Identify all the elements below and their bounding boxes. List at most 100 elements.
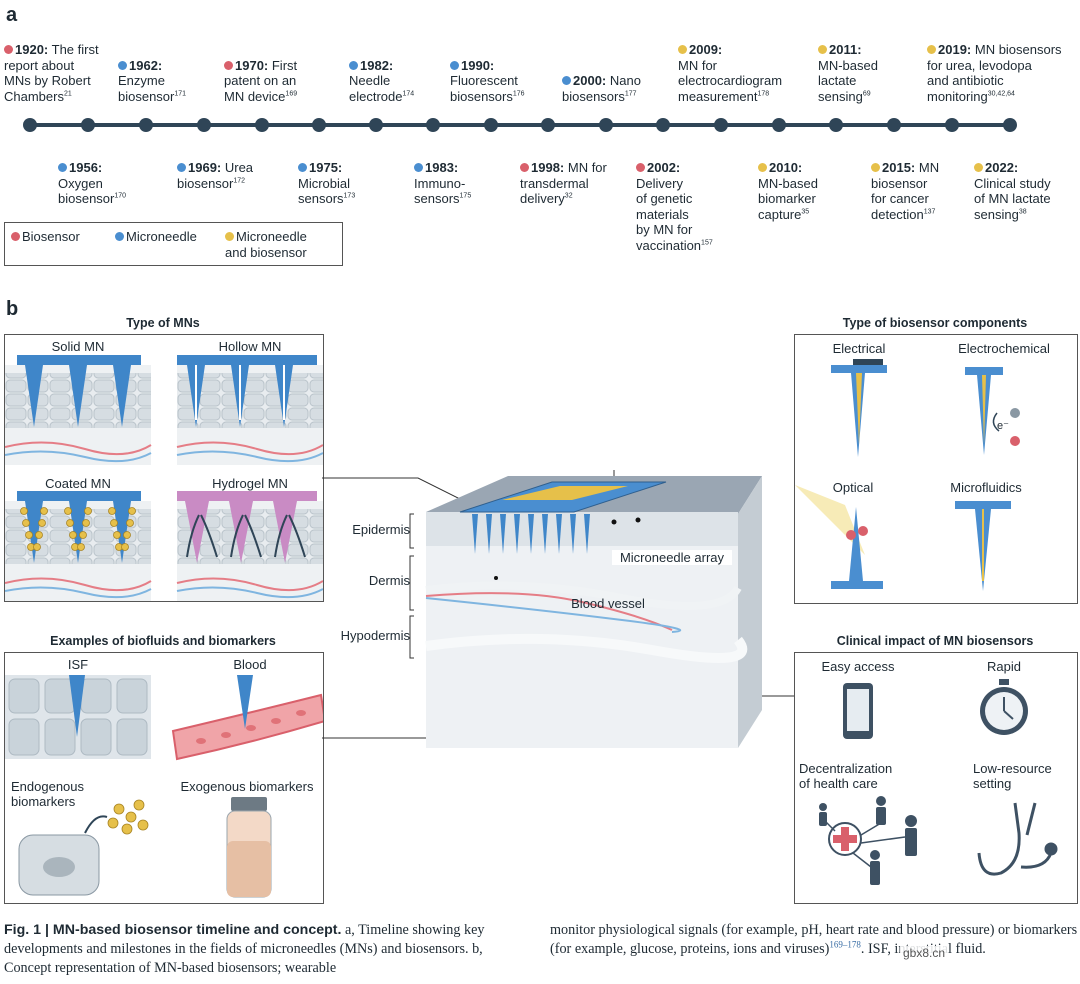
event-year: 1956: <box>69 160 103 175</box>
coated-mn-label: Coated MN <box>45 476 111 491</box>
category-dot-icon <box>450 60 459 70</box>
event-year: 2000: <box>573 73 607 88</box>
event-year: 1983: <box>425 160 459 175</box>
event-text: Fluorescent biosensors <box>450 73 518 104</box>
event-ref: 175 <box>459 192 472 200</box>
watermark: gbx8.cn <box>900 946 949 960</box>
event-ref: 178 <box>757 90 770 98</box>
timeline-node <box>714 118 728 132</box>
legend-dot-icon <box>11 232 20 241</box>
category-dot-icon <box>678 45 687 54</box>
type-of-mns-title: Type of MNs <box>126 316 200 330</box>
legend-dot-icon <box>115 232 124 241</box>
event-text: Immuno- sensors <box>414 175 466 207</box>
event-year: 1975: <box>309 160 343 175</box>
timeline-event: 1990: Fluorescent biosensors176 <box>450 58 525 105</box>
dermis-label: Dermis <box>368 573 410 588</box>
timeline-event: 1962: Enzyme biosensor171 <box>118 58 186 105</box>
timeline-event: 1982: Needle electrode174 <box>349 58 414 105</box>
skin-block-illustration <box>322 470 794 748</box>
event-text: Delivery of genetic materials by MN for … <box>636 175 702 253</box>
event-text: Clinical study of MN lactate sensing <box>974 175 1051 222</box>
event-ref: 137 <box>923 208 936 216</box>
event-year: 2015: <box>882 160 916 175</box>
event-year: 2010: <box>769 160 803 175</box>
timeline-node <box>23 118 37 132</box>
event-year: 1970: <box>235 57 269 73</box>
event-ref: 172 <box>233 177 246 185</box>
event-ref: 169 <box>285 90 298 98</box>
biofluids-title: Examples of biofluids and biomarkers <box>50 634 276 648</box>
figure-caption-title: Fig. 1 | MN-based biosensor timeline and… <box>4 922 342 938</box>
event-ref: 171 <box>174 90 187 98</box>
mn-types-illustration <box>4 355 324 601</box>
timeline-node <box>541 118 555 132</box>
microneedle-array-label: Microneedle array <box>612 550 732 565</box>
biofluids-illustration <box>5 675 327 898</box>
timeline-event: 1969: Urea biosensor172 <box>177 160 253 191</box>
event-ref: 21 <box>63 90 72 98</box>
timeline-node <box>81 118 95 132</box>
legend-item: Microneedle and biosensor <box>225 229 307 260</box>
timeline-event: 1998: MN for transdermal delivery32 <box>520 160 607 207</box>
category-dot-icon <box>562 76 571 85</box>
stopwatch-icon <box>980 679 1028 735</box>
phone-icon <box>843 683 873 739</box>
timeline-node <box>484 118 498 132</box>
clinical-impact-illustration <box>819 679 1058 885</box>
event-ref: 176 <box>512 90 525 98</box>
optical-label: Optical <box>832 480 874 495</box>
category-dot-icon <box>758 163 767 172</box>
event-text: MN for transdermal delivery <box>520 160 607 206</box>
timeline-event: 1956: Oxygen biosensor170 <box>58 160 126 207</box>
timeline-node <box>829 118 843 132</box>
timeline-event: 2000: Nano biosensors177 <box>562 73 641 104</box>
timeline-event: 1920: The first report about MNs by Robe… <box>4 42 99 104</box>
category-dot-icon <box>298 163 307 172</box>
timeline-node <box>1003 118 1017 132</box>
category-dot-icon <box>414 163 423 172</box>
category-dot-icon <box>349 60 358 70</box>
timeline-event: 2022: Clinical study of MN lactate sensi… <box>974 160 1051 222</box>
timeline-event: 2015: MN biosensor for cancer detection1… <box>871 160 939 222</box>
timeline-node <box>255 118 269 132</box>
stethoscope-icon <box>977 802 1058 876</box>
timeline-node <box>599 118 613 132</box>
event-year: 2002: <box>647 160 681 175</box>
timeline-node <box>139 118 153 132</box>
event-ref: 157 <box>701 239 713 247</box>
rapid-label: Rapid <box>987 659 1021 674</box>
isf-label: ISF <box>67 657 89 672</box>
category-dot-icon <box>118 60 127 70</box>
category-dot-icon <box>871 163 880 172</box>
timeline-event: 2009: MN for electrocardiogram measureme… <box>678 42 782 104</box>
biosensor-components-title: Type of biosensor components <box>842 316 1028 330</box>
legend-item: Biosensor <box>11 229 80 245</box>
exogenous-label: Exogenous biomarkers <box>180 779 314 794</box>
timeline-node <box>312 118 326 132</box>
event-year: 2019: <box>938 42 972 57</box>
event-ref: 35 <box>801 208 810 216</box>
event-year: 1969: <box>188 160 222 175</box>
event-ref: 173 <box>343 192 356 200</box>
event-text: MN biosensor for cancer detection <box>871 160 940 222</box>
blood-label: Blood <box>233 657 267 672</box>
timeline-event: 1975: Microbial sensors173 <box>298 160 355 207</box>
event-year: 1990: <box>461 57 495 73</box>
event-year: 1920: <box>15 42 49 57</box>
event-text: MN for electrocardiogram measurement <box>678 57 783 104</box>
event-ref: 38 <box>1018 208 1027 216</box>
health-network-icon <box>819 796 917 885</box>
event-text: Urea biosensor <box>177 160 254 191</box>
timeline-event: 1970: First patent on an MN device169 <box>224 58 297 105</box>
biosensor-components-box: Electrical Electrochemical Optical Micro… <box>794 334 1078 604</box>
category-dot-icon <box>58 163 67 172</box>
clinical-impact-box: Easy access Rapid Decentralization of he… <box>794 652 1078 904</box>
biofluids-box: ISF Blood Endogenous biomarkers Exogenou… <box>4 652 327 904</box>
category-dot-icon <box>4 45 13 54</box>
event-text: Needle electrode <box>349 73 403 104</box>
legend-item: Microneedle <box>115 229 197 245</box>
clinical-impact-title: Clinical impact of MN biosensors <box>836 634 1034 648</box>
legend-label: Microneedle and biosensor <box>225 229 307 260</box>
epidermis-label: Epidermis <box>352 522 410 537</box>
